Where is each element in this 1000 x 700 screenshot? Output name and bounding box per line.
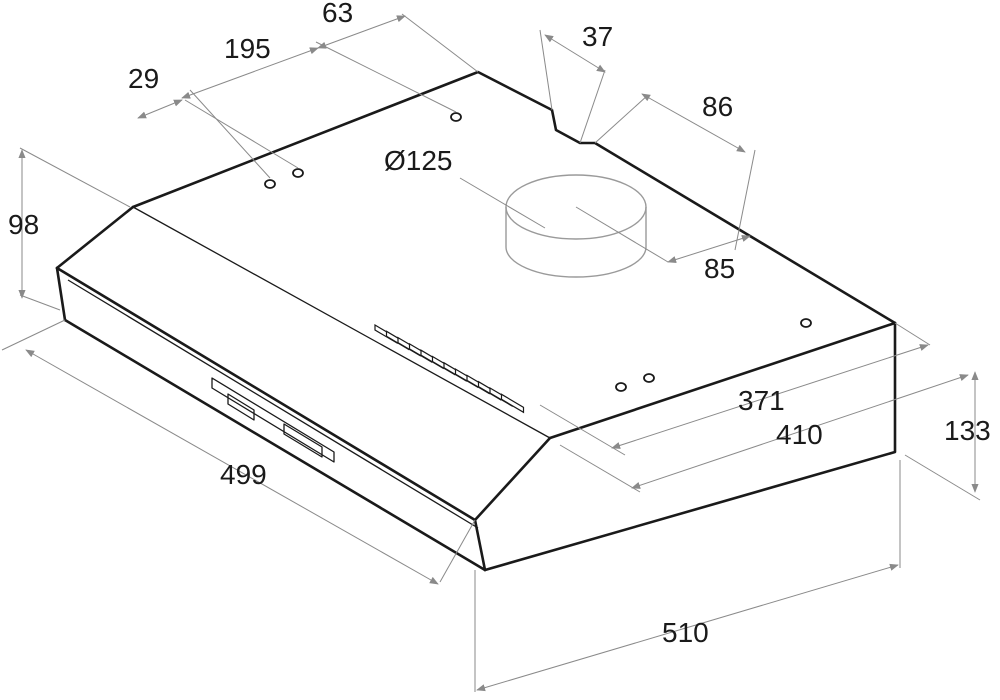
duct-collar [505,174,647,278]
mounting-holes [264,112,812,392]
dim-line-510 [476,563,899,692]
dim-label-125: Ø125 [384,145,453,176]
extension-lines [1,13,981,692]
right-top-edge [548,321,897,440]
dim-line-86 [641,93,746,153]
dim-line-195 [181,47,319,99]
dim-label-371: 371 [738,385,785,416]
dim-line-37 [544,34,606,73]
dim-label-499: 499 [220,459,267,490]
control-panel [211,377,335,463]
dim-label-37: 37 [582,21,613,52]
hole [264,179,276,189]
hood-body [55,70,897,572]
dimension-labels: 63 195 29 37 86 Ø125 98 85 371 410 133 4… [8,0,991,648]
hole [292,168,304,178]
dim-line-410 [631,374,969,489]
dim-label-510: 510 [662,617,709,648]
control-strip [211,377,335,463]
hole [450,112,462,122]
dim-label-63: 63 [322,0,353,28]
hole [800,318,812,328]
dim-line-63 [317,15,406,49]
dim-leader-125 [459,177,546,229]
dim-label-98: 98 [8,209,39,240]
dim-label-86: 86 [702,91,733,122]
dim-line-29 [137,99,183,119]
top-panel-outline [131,70,897,325]
dim-line-85 [667,235,751,263]
front-corner-bevel [473,436,552,572]
switch-right[interactable] [283,423,323,458]
right-side-bottom-edge [483,321,897,572]
dim-label-85: 85 [704,253,735,284]
dim-line-499 [25,349,439,585]
dim-leader-85-inner [575,206,669,263]
hole [615,382,627,392]
vent-slot [500,393,525,414]
vent-slots [374,323,525,414]
dim-label-410: 410 [776,419,823,450]
bevel-boundary-line [132,206,551,439]
collar-bottom-arc [505,246,647,278]
bottom-front-edge [63,318,487,572]
dim-label-29: 29 [128,63,159,94]
switch-left[interactable] [227,393,255,421]
left-end-edge [55,266,67,322]
front-bevel-top-edge [55,205,135,270]
dim-label-195: 195 [224,33,271,64]
dimension-lines [18,15,979,692]
dim-label-133: 133 [944,415,991,446]
hole [643,373,655,383]
